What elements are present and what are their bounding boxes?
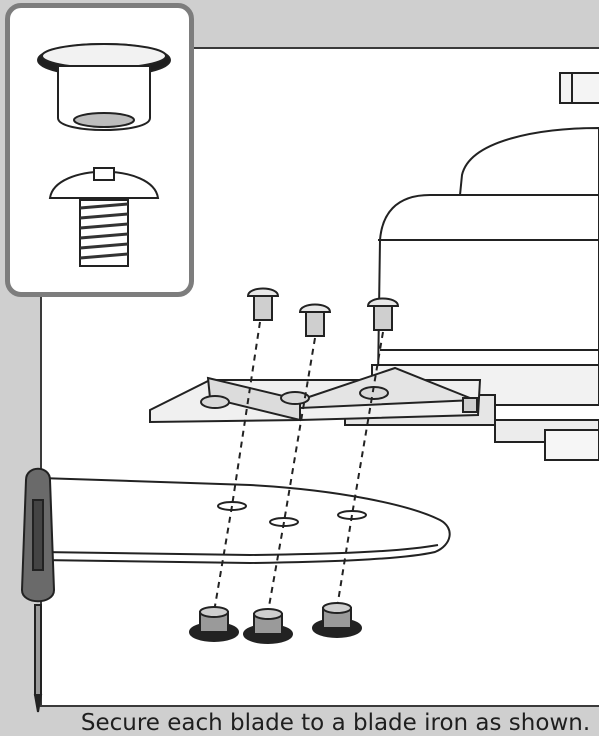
screw-icon	[248, 289, 278, 321]
alignment-lines	[214, 322, 383, 612]
screw-icon	[50, 168, 158, 266]
fan-blade	[40, 478, 450, 563]
grommet-icon	[313, 603, 361, 637]
screw-icon	[300, 305, 330, 337]
screwdriver-icon	[22, 469, 54, 712]
hardware-inset	[5, 3, 194, 297]
instruction-caption: Secure each blade to a blade iron as sho…	[0, 710, 599, 736]
grommet-icon	[190, 607, 238, 641]
grommet-icon	[244, 609, 292, 643]
hardware-illustration	[10, 8, 199, 302]
grommet-set	[190, 603, 361, 643]
screw-set	[248, 289, 398, 337]
grommet-icon	[38, 44, 170, 130]
